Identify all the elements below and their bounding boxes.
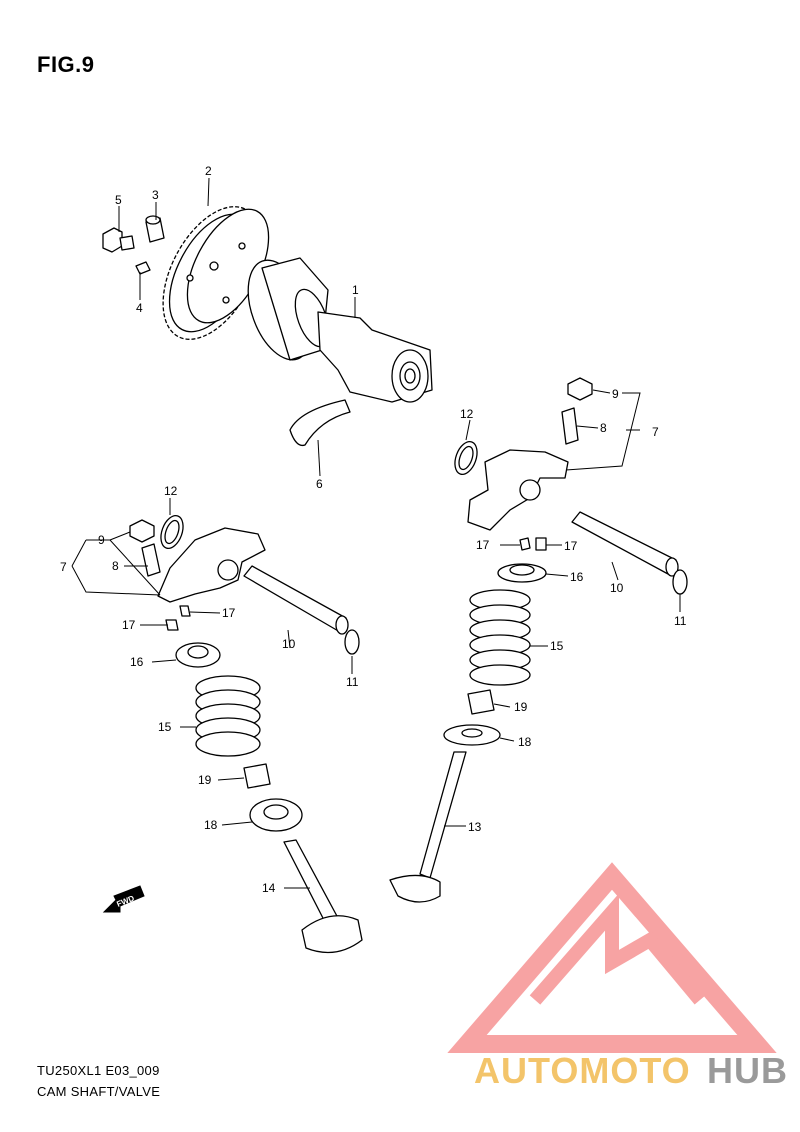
cotter-left-b [165, 619, 179, 631]
callout-8-right: 8 [600, 421, 607, 435]
callout-16-left: 16 [130, 655, 144, 669]
callout-10-right: 10 [610, 581, 624, 595]
valve-spring-right [469, 589, 531, 686]
section-name: CAM SHAFT/VALVE [37, 1084, 161, 1099]
watermark-text-automoto: AUTOMOTO [474, 1050, 691, 1091]
rocker-arm-left [157, 527, 266, 603]
callout-19-right: 19 [514, 700, 528, 714]
adjust-nut-left [129, 519, 155, 543]
model-code: TU250XL1 E03_009 [37, 1063, 160, 1078]
rocker-shaft-right [571, 511, 677, 575]
oring-small-right [672, 569, 688, 595]
adjust-screw-left [141, 543, 161, 577]
intake-valve [283, 839, 363, 954]
callout-labels: 2 3 4 5 1 6 9 8 7 12 17 17 16 15 19 18 1… [60, 164, 687, 895]
callout-18-left: 18 [204, 818, 218, 832]
callout-10-left: 10 [282, 637, 296, 651]
callout-14: 14 [262, 881, 276, 895]
figure-title: FIG.9 [37, 52, 95, 77]
callout-1: 1 [352, 283, 359, 297]
callout-16-right: 16 [570, 570, 584, 584]
leader-lines [71, 177, 681, 889]
knock-pin [135, 261, 151, 275]
callout-4: 4 [136, 301, 143, 315]
callout-9-left: 9 [98, 533, 105, 547]
cotter-left-a [179, 605, 191, 617]
sprocket-bolt [102, 227, 135, 253]
watermark-triangle-outer [447, 862, 777, 1053]
watermark-logo: AUTOMOTO HUB [447, 862, 788, 1091]
stem-seal-right [467, 689, 495, 715]
callout-17-left-b: 17 [122, 618, 136, 632]
callout-7-right: 7 [652, 425, 659, 439]
callout-17-left-a: 17 [222, 606, 236, 620]
callout-19-left: 19 [198, 773, 212, 787]
callout-9-right: 9 [612, 387, 619, 401]
valve-spring-left [195, 675, 261, 757]
stem-seal-left [243, 763, 271, 789]
callout-3: 3 [152, 188, 159, 202]
watermark-triangle-inner [529, 893, 706, 1005]
callout-18-right: 18 [518, 735, 532, 749]
callout-12-right: 12 [460, 407, 474, 421]
callout-17-right-b: 17 [564, 539, 578, 553]
forward-arrow-icon: FWD [102, 885, 145, 913]
rocker-shaft-left [243, 565, 347, 633]
callout-15-left: 15 [158, 720, 172, 734]
callout-5: 5 [115, 193, 122, 207]
watermark-text-hub: HUB [707, 1050, 788, 1091]
camshaft-retainer [289, 399, 351, 447]
rocker-arm-right [467, 449, 569, 531]
callout-2: 2 [205, 164, 212, 178]
callout-11-left: 11 [346, 675, 359, 689]
callout-11-right: 11 [674, 614, 687, 628]
callout-8-left: 8 [112, 559, 119, 573]
oring-small-left [344, 629, 360, 655]
cam-sprocket [162, 206, 270, 340]
adjust-nut-right [567, 377, 593, 401]
callout-13: 13 [468, 820, 482, 834]
camshaft [247, 257, 433, 403]
adjust-screw-right [561, 407, 579, 445]
dowel-pin [145, 215, 165, 243]
callout-15-right: 15 [550, 639, 564, 653]
cotter-right-b [535, 537, 547, 551]
callout-7-left: 7 [60, 560, 67, 574]
cotter-right-a [519, 537, 531, 551]
callout-12-left: 12 [164, 484, 178, 498]
exhaust-valve [389, 751, 467, 903]
callout-17-right-a: 17 [476, 538, 490, 552]
callout-6: 6 [316, 477, 323, 491]
